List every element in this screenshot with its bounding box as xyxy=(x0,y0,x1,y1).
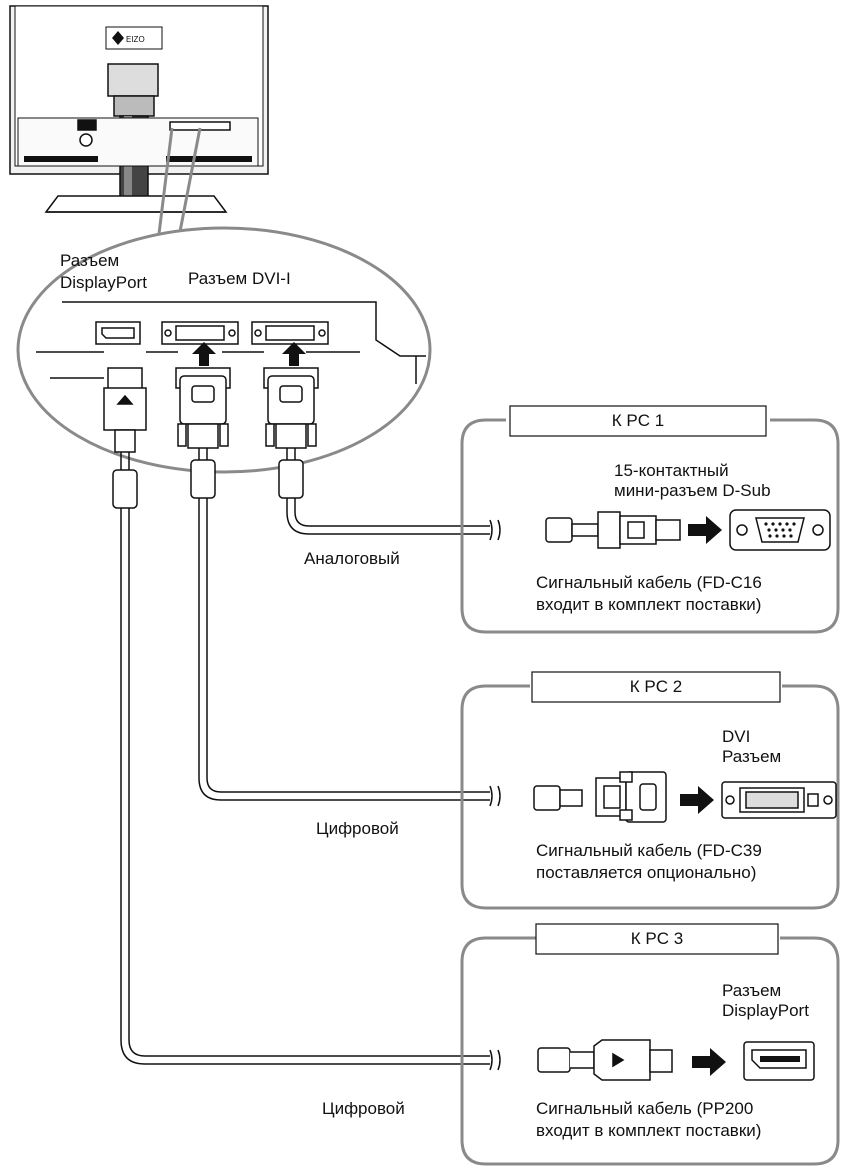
logo-text: EIZO xyxy=(126,35,145,44)
dvi-socket-pc xyxy=(721,781,837,819)
pc3-connector-line2: DisplayPort xyxy=(722,1001,809,1020)
connect-arrow-icon xyxy=(680,786,714,814)
displayport-plug xyxy=(103,367,147,453)
dvi-socket-2 xyxy=(251,321,329,345)
pc2-connector-line1: DVI xyxy=(722,727,751,746)
dvi-plug-1 xyxy=(175,367,231,449)
zoom-indicator xyxy=(156,127,202,243)
dvi-plug-2 xyxy=(263,367,319,449)
pc2-title: К PC 2 xyxy=(629,677,683,696)
pc1-cable-line1: Сигнальный кабель (FD-C16 xyxy=(536,573,762,592)
pc3-panel xyxy=(460,923,840,1166)
displayport-plug-pc3 xyxy=(537,1039,673,1081)
dvi-plug-pc2 xyxy=(533,771,667,823)
pc2-connector-line2: Разъем xyxy=(722,747,782,766)
pc1-title: К PC 1 xyxy=(611,411,665,430)
monitor-back-view: EIZO xyxy=(9,5,269,213)
pc3-signal-type: Цифровой xyxy=(322,1099,405,1118)
pc3-title: К PC 3 xyxy=(630,929,684,948)
displayport-socket-pc xyxy=(743,1041,815,1081)
cable-break-marks xyxy=(489,519,501,1071)
dsub-plug xyxy=(545,511,681,549)
displayport-label-line1: Разъем xyxy=(60,251,120,270)
displayport-label-line2: DisplayPort xyxy=(60,273,147,292)
connect-arrow-icon xyxy=(692,1048,726,1076)
pc1-connector-line1: 15-контактный xyxy=(614,461,729,480)
cables xyxy=(120,448,490,1065)
dsub-socket-pc xyxy=(729,509,831,551)
pc2-signal-type: Цифровой xyxy=(316,819,399,838)
eizo-logo: EIZO xyxy=(105,26,163,50)
pc1-panel xyxy=(460,405,840,634)
insert-arrow-icon xyxy=(192,342,306,366)
pc1-cable-line2: входит в комплект поставки) xyxy=(536,595,762,614)
pc3-connector-line1: Разъем xyxy=(722,981,782,1000)
pc1-signal-type: Аналоговый xyxy=(304,549,400,568)
connect-arrow-icon xyxy=(688,516,722,544)
pc1-connector-line2: мини-разъем D-Sub xyxy=(614,481,771,500)
pc3-cable-line2: входит в комплект поставки) xyxy=(536,1121,762,1140)
displayport-socket-monitor xyxy=(95,321,141,345)
pc2-cable-line2: поставляется опционально) xyxy=(536,863,757,882)
dvi-label: Разъем DVI-I xyxy=(188,269,291,288)
ferrite-cores xyxy=(112,459,304,509)
pc3-cable-line1: Сигнальный кабель (PP200 xyxy=(536,1099,754,1118)
pc2-cable-line1: Сигнальный кабель (FD-C39 xyxy=(536,841,762,860)
dvi-socket-1 xyxy=(161,321,239,345)
pc2-panel xyxy=(460,671,840,910)
